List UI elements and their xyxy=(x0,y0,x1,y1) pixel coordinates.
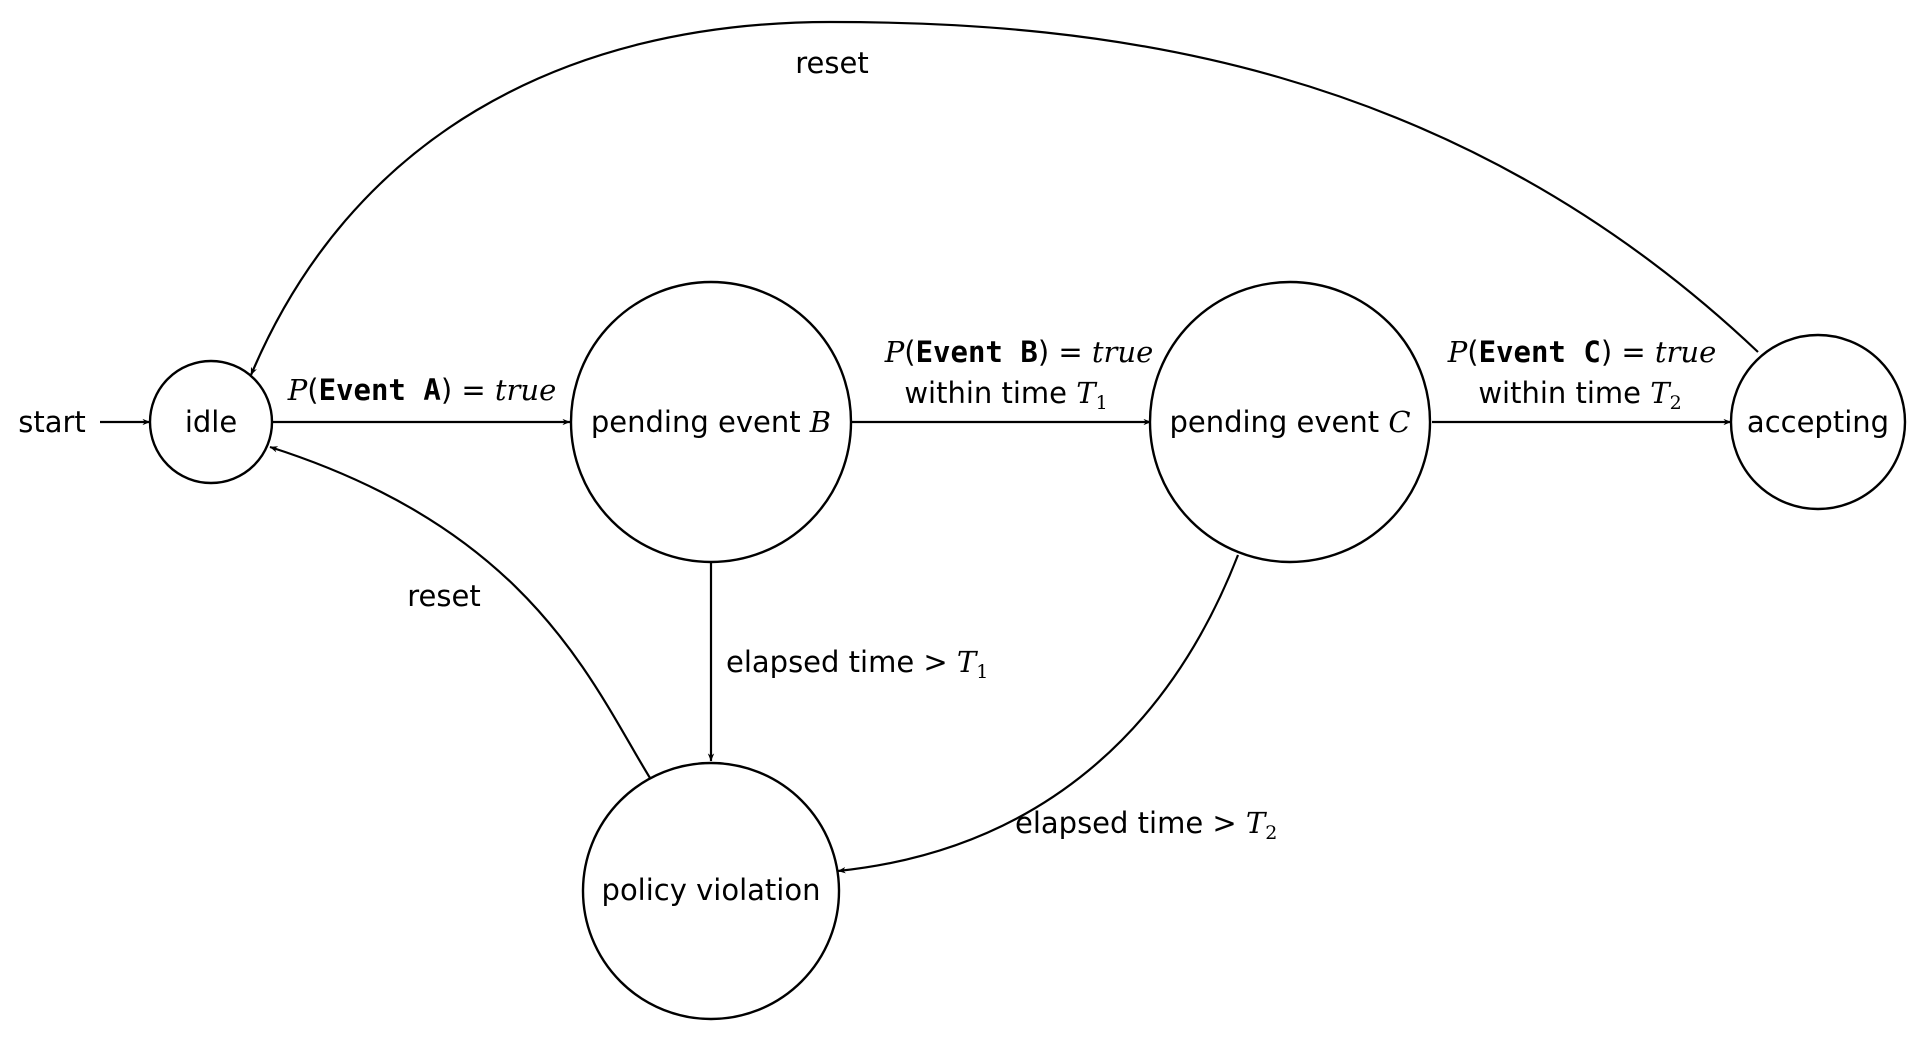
label-t: T xyxy=(1650,376,1672,410)
label-open-paren: ( xyxy=(1467,335,1478,369)
label-t-subscript: 1 xyxy=(1096,392,1108,414)
label-true: true xyxy=(495,373,556,407)
label-t-subscript: 2 xyxy=(1265,822,1277,844)
state-accepting: accepting xyxy=(1729,333,1907,511)
label-elapsed-time: elapsed time > xyxy=(726,645,957,679)
label-true: true xyxy=(1655,335,1716,369)
svg-text:pending event B: pending event B xyxy=(591,405,831,439)
label-t: T xyxy=(957,645,979,679)
label-t-subscript: 1 xyxy=(976,661,988,683)
label-event-c: Event C xyxy=(1479,335,1601,369)
label-t: T xyxy=(1076,376,1098,410)
label-c-to-violation: elapsed time > T2 xyxy=(1015,806,1277,844)
label-equals: = xyxy=(1612,335,1655,369)
state-pending-event-b: pending event B xyxy=(569,280,853,564)
svg-text:pending event C: pending event C xyxy=(1169,405,1410,439)
state-pending-b-var: B xyxy=(809,405,831,439)
state-idle: idle xyxy=(148,359,274,485)
start-label: start xyxy=(18,405,86,439)
state-pending-event-c: pending event C xyxy=(1148,280,1432,564)
state-policy-violation: policy violation xyxy=(581,761,841,1021)
label-p: P xyxy=(287,373,308,407)
label-reset-bottom: reset xyxy=(407,579,480,613)
state-pending-c-var: C xyxy=(1388,405,1410,439)
label-b-to-c-line2: within time T1 xyxy=(904,376,1107,414)
label-c-to-accepting-line1: P(Event C) = true xyxy=(1447,335,1717,369)
edge-accepting-to-idle xyxy=(249,20,1759,376)
label-p: P xyxy=(1447,335,1468,369)
label-event-b: Event B xyxy=(916,335,1038,369)
label-close-paren: ) xyxy=(1038,335,1049,369)
label-true: true xyxy=(1092,335,1153,369)
label-equals: = xyxy=(1049,335,1092,369)
label-open-paren: ( xyxy=(904,335,915,369)
label-close-paren: ) xyxy=(441,373,452,407)
label-c-to-accepting-line2: within time T2 xyxy=(1478,376,1681,414)
label-idle-to-b: P(Event A) = true xyxy=(287,373,557,407)
label-reset-top: reset xyxy=(795,46,868,80)
label-event-a: Event A xyxy=(319,373,441,407)
edge-violation-to-idle xyxy=(269,445,651,779)
state-pending-c-text: pending event xyxy=(1169,405,1388,439)
label-within-time: within time xyxy=(904,376,1076,410)
label-t: T xyxy=(1246,806,1268,840)
state-accepting-label: accepting xyxy=(1747,405,1889,439)
label-elapsed-time: elapsed time > xyxy=(1015,806,1246,840)
label-p: P xyxy=(884,335,905,369)
state-pending-b-text: pending event xyxy=(591,405,810,439)
label-b-to-c-line1: P(Event B) = true xyxy=(884,335,1154,369)
edge-pending-c-to-violation xyxy=(837,554,1240,874)
label-open-paren: ( xyxy=(307,373,318,407)
label-close-paren: ) xyxy=(1601,335,1612,369)
label-b-to-violation: elapsed time > T1 xyxy=(726,645,988,683)
label-within-time: within time xyxy=(1478,376,1650,410)
state-violation-label: policy violation xyxy=(602,873,821,907)
state-idle-label: idle xyxy=(185,405,237,439)
label-t-subscript: 2 xyxy=(1670,392,1682,414)
label-equals: = xyxy=(452,373,495,407)
